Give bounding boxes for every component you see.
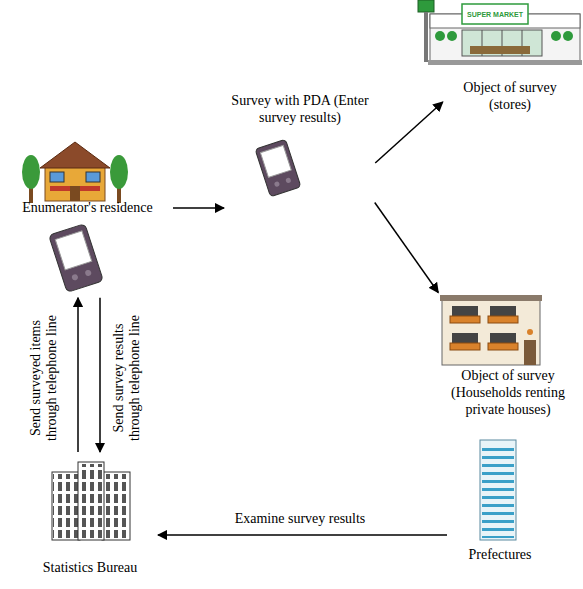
connector-arrow <box>375 102 443 163</box>
connector-arrow <box>375 202 439 292</box>
edge-label: Send surveyed items through telephone li… <box>27 308 61 448</box>
node-text: Prefectures <box>450 547 550 564</box>
connector-arrow <box>99 298 101 452</box>
node-text: Object of survey (Households renting pri… <box>440 368 576 418</box>
bureau-node: Statistics Bureau <box>25 455 155 579</box>
supermarket-icon <box>418 0 582 65</box>
house-icon <box>22 142 128 203</box>
edge-label: Examine survey results <box>215 510 385 528</box>
pda-node: Survey with PDA (Enter survey results) <box>227 93 373 222</box>
household-node: Object of survey (Households renting pri… <box>440 288 576 420</box>
sign-text: SUPER MARKET <box>467 11 523 18</box>
node-text: Statistics Bureau <box>25 560 155 577</box>
residence-node: Enumerator's residence <box>5 140 170 295</box>
prefecture-node: Prefectures <box>450 435 550 566</box>
node-text: Enumerator's residence <box>5 200 170 217</box>
connector-arrow <box>77 298 79 452</box>
pda-icon <box>255 139 301 196</box>
node-text: Survey with PDA (Enter survey results) <box>227 93 373 127</box>
apartment-icon <box>440 295 542 365</box>
connector-arrow <box>173 207 224 209</box>
node-text: Object of survey (stores) <box>445 80 575 114</box>
pda-icon <box>49 224 104 293</box>
edge-label: Send survey results through telephone li… <box>110 308 144 448</box>
prefecture-building <box>480 440 516 540</box>
connector-arrow <box>158 534 447 536</box>
bureau-building <box>52 462 130 540</box>
